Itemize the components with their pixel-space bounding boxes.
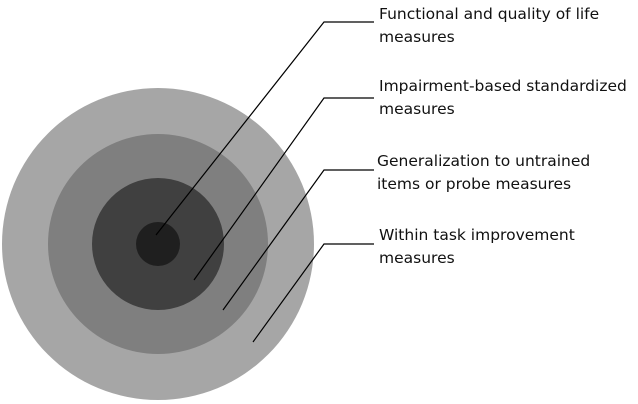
- leader-line-functional-quality-of-life: [252, 243, 374, 343]
- label-impairment-based: Impairment-based standardized measures: [379, 75, 627, 121]
- label-line: Generalization to untrained: [377, 152, 591, 170]
- label-line: Within task improvement: [379, 226, 575, 244]
- label-line: measures: [379, 100, 455, 118]
- label-within-task: Within task improvement measures: [379, 224, 575, 270]
- leader-line-generalization: [193, 97, 374, 281]
- label-line: items or probe measures: [377, 175, 572, 193]
- leader-line-impairment-based: [222, 169, 374, 311]
- label-functional-quality-of-life: Functional and quality of life measures: [379, 3, 599, 49]
- label-line: Functional and quality of life: [379, 5, 600, 23]
- label-line: measures: [379, 28, 455, 46]
- label-generalization: Generalization to untrained items or pro…: [377, 150, 590, 196]
- label-line: Impairment-based standardized: [379, 77, 627, 95]
- ring-within-task: [136, 222, 180, 266]
- label-line: measures: [379, 249, 455, 267]
- leader-line-within-task: [155, 21, 374, 236]
